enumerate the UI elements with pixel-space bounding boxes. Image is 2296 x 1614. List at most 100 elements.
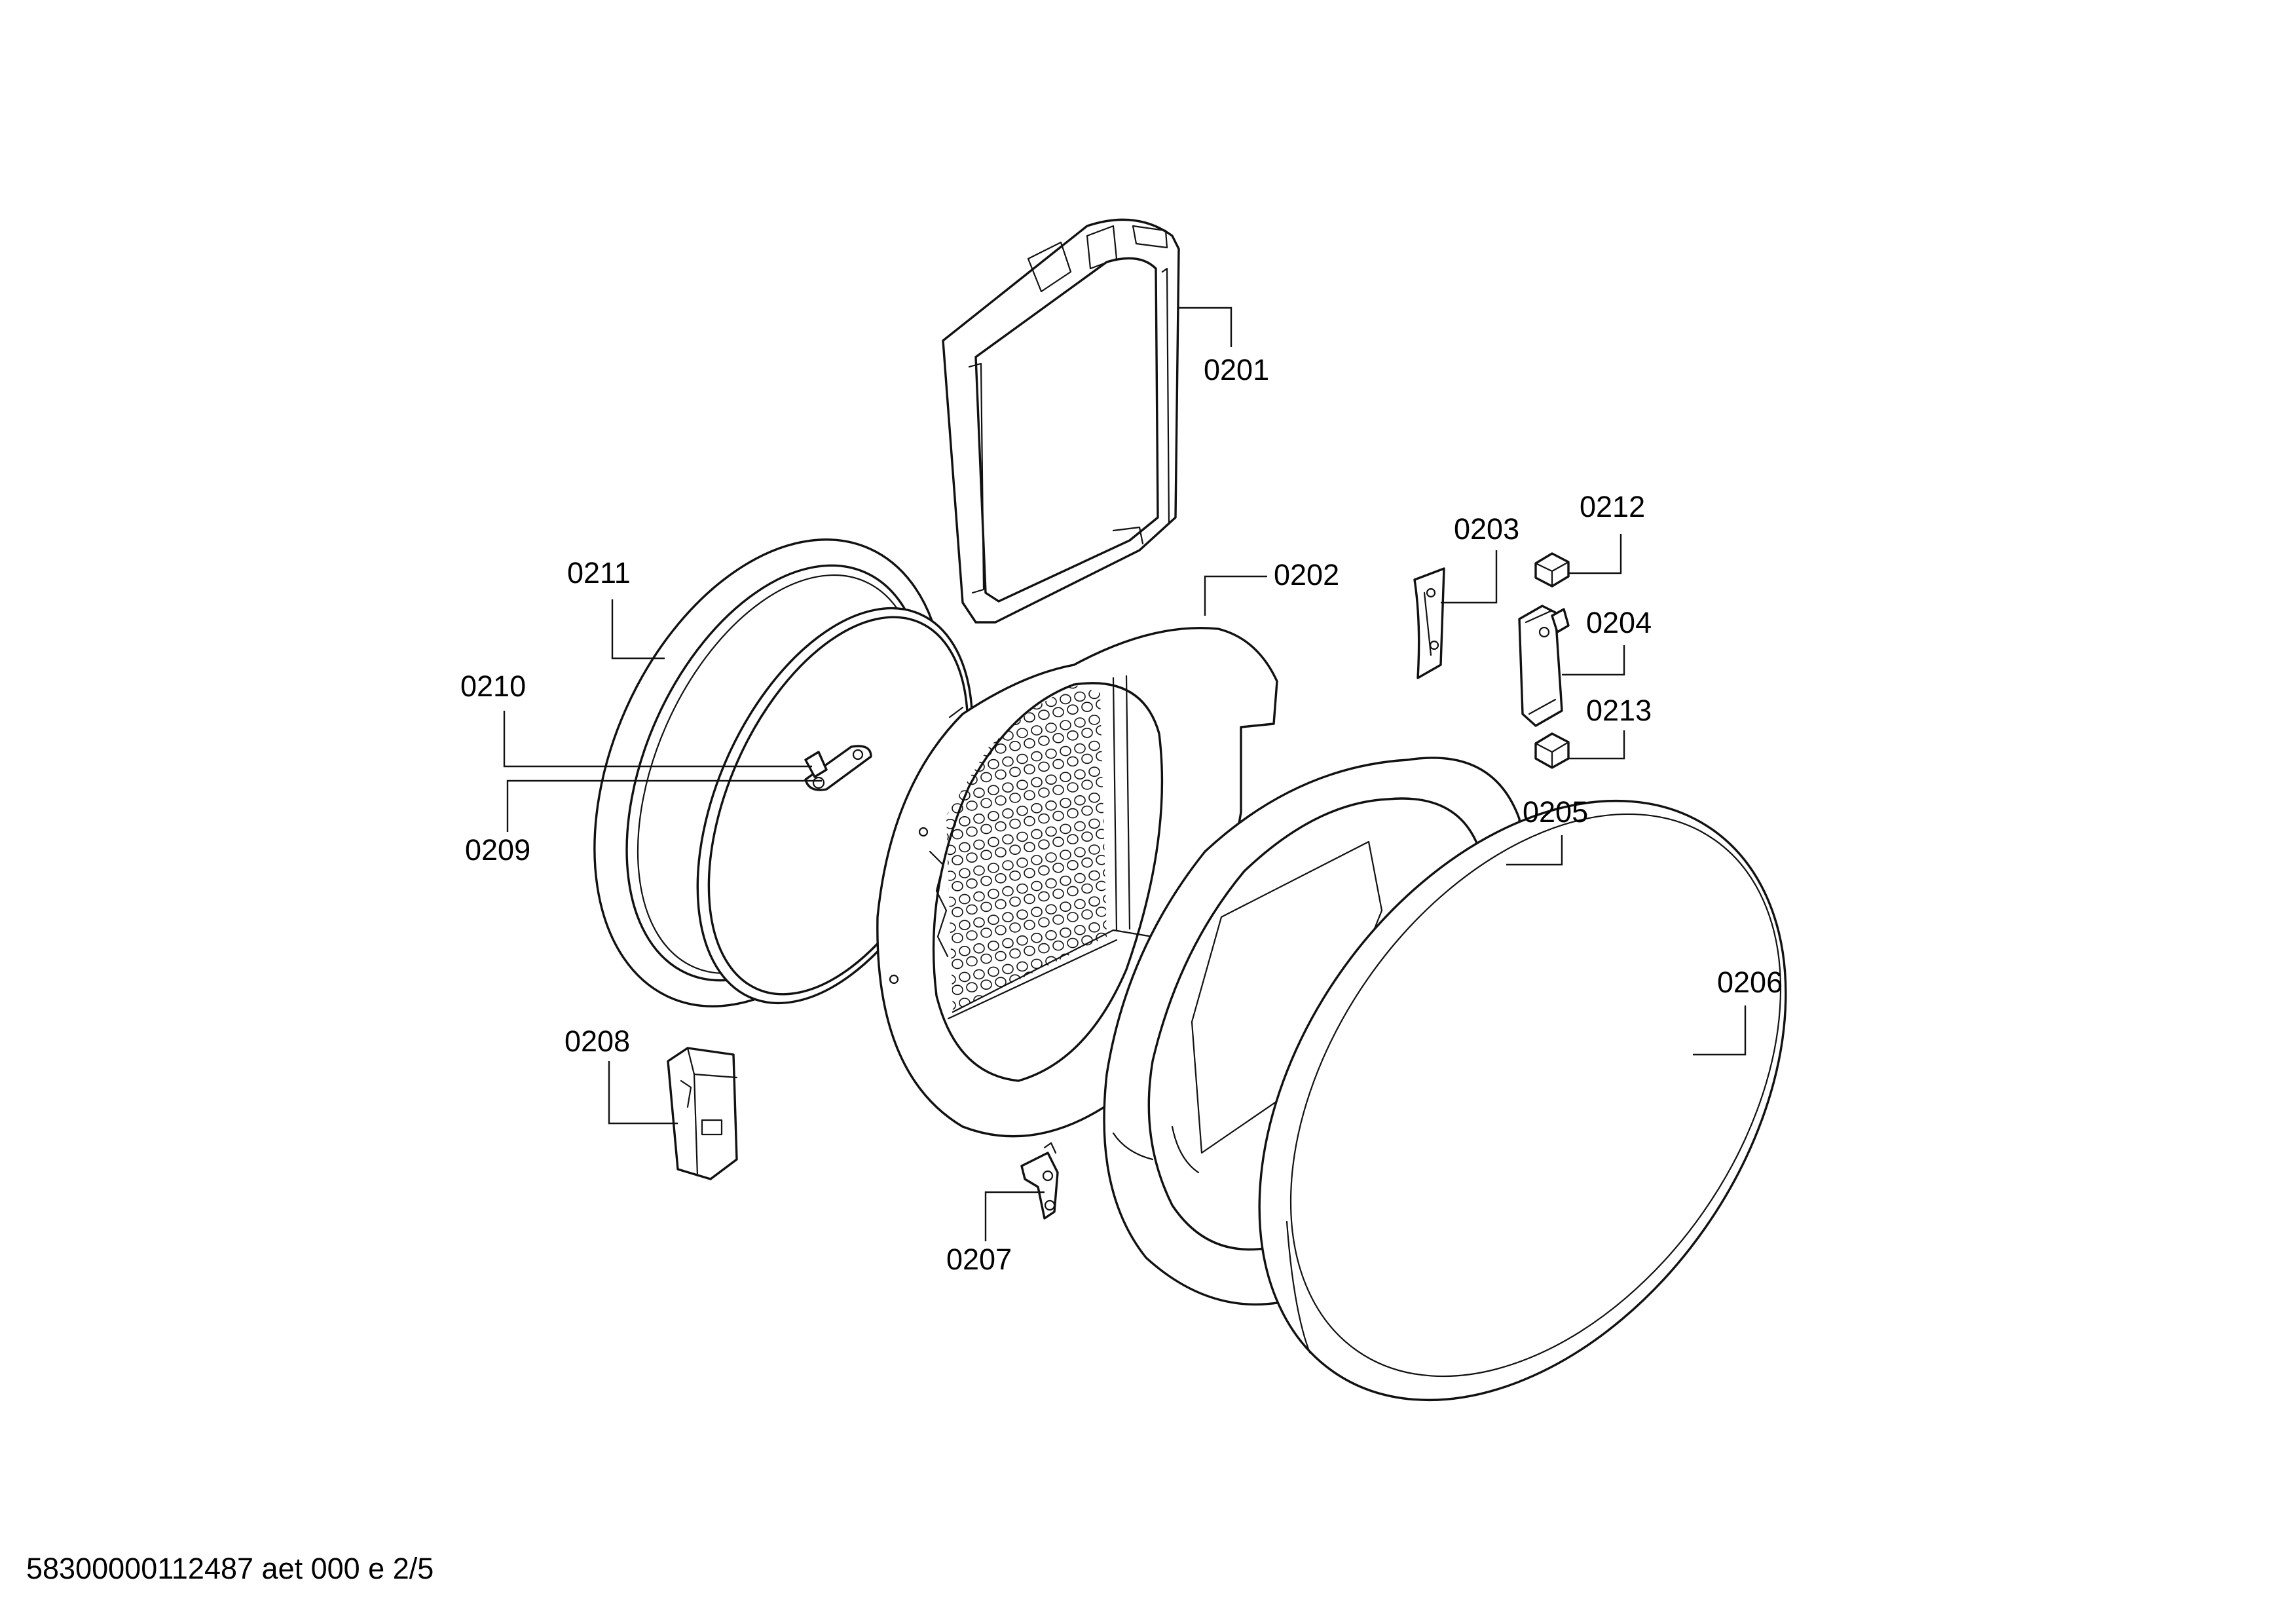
grill-hole: [1045, 800, 1057, 811]
callout-0213: 0213: [1586, 694, 1652, 727]
grill-hole: [1103, 920, 1107, 930]
grill-hole: [952, 881, 963, 891]
callout-0206: 0206: [1717, 966, 1783, 999]
grill-hole: [1052, 785, 1064, 795]
part-0204-hinge-bracket: [1518, 605, 1570, 727]
grill-hole: [946, 896, 956, 907]
grill-hole: [1067, 808, 1079, 819]
grill-hole: [1074, 743, 1086, 754]
grill-hole: [1081, 857, 1093, 868]
grill-hole: [995, 950, 1007, 962]
grill-hole: [980, 928, 992, 938]
grill-hole: [959, 893, 971, 905]
grill-hole: [966, 826, 978, 837]
grill-hole: [1103, 867, 1107, 878]
grill-hole: [1088, 793, 1100, 803]
leader-0205: [1506, 835, 1563, 866]
part-0206-door-glass: [1258, 799, 1787, 1402]
grill-hole: [1024, 816, 1035, 827]
grill-hole: [959, 868, 971, 878]
leader-0209: [506, 779, 822, 832]
grill-hole: [952, 933, 963, 943]
grill-hole: [995, 743, 1007, 754]
grill-hole: [1031, 829, 1043, 840]
grill-hole: [973, 891, 985, 902]
grill-hole: [1060, 823, 1071, 835]
grill-hole: [1045, 748, 1057, 759]
grill-hole: [1009, 948, 1021, 959]
leader-0210: [503, 711, 812, 768]
grill-hole: [1045, 930, 1057, 941]
grill-hole: [1002, 912, 1014, 922]
grill-hole: [1016, 909, 1028, 920]
grill-hole: [1081, 753, 1093, 764]
grill-hole: [1067, 834, 1079, 844]
grill-hole: [995, 769, 1007, 780]
callout-0204: 0204: [1586, 606, 1652, 639]
grill-hole: [1031, 907, 1043, 917]
grill-hole: [946, 857, 949, 868]
grill-hole: [1031, 803, 1043, 814]
part-0213-latch-bottom: [1534, 732, 1570, 769]
grill-hole: [981, 669, 991, 678]
grill-hole: [1009, 896, 1021, 907]
grill-hole: [995, 847, 1007, 857]
grill-hole: [1081, 805, 1093, 816]
grill-hole: [1031, 855, 1043, 865]
grill-hole: [980, 798, 992, 808]
grill-hole: [1016, 857, 1028, 868]
grill-hole: [1103, 816, 1107, 827]
grill-hole: [1081, 728, 1093, 738]
callout-0212: 0212: [1580, 490, 1645, 523]
grill-hole: [1096, 855, 1107, 865]
grill-hole: [1009, 818, 1021, 829]
grill-hole: [973, 943, 985, 954]
grill-hole: [946, 831, 949, 842]
leader-0201: [1179, 307, 1232, 347]
grill-hole: [1031, 725, 1043, 736]
grill-hole: [959, 790, 971, 800]
grill-hole: [952, 829, 963, 840]
grill-hole: [1045, 852, 1057, 863]
grill-hole: [946, 819, 956, 829]
grill-hole: [1016, 806, 1028, 816]
grill-hole: [959, 816, 971, 827]
grill-hole: [1031, 958, 1043, 969]
grill-hole: [966, 852, 978, 863]
grill-hole: [1088, 870, 1100, 881]
grill-hole: [1024, 945, 1035, 956]
grill-hole: [995, 795, 1007, 806]
grill-hole: [1009, 922, 1021, 933]
callout-0207: 0207: [946, 1243, 1012, 1276]
grill-hole: [988, 888, 999, 899]
grill-hole: [1074, 873, 1086, 884]
callout-0203: 0203: [1454, 512, 1519, 546]
grill-hole: [1060, 745, 1071, 757]
grill-hole: [1060, 798, 1071, 808]
grill-hole: [1024, 842, 1035, 852]
part-0212-latch-top: [1534, 552, 1570, 588]
grill-hole: [1009, 793, 1021, 803]
grill-hole: [1009, 766, 1021, 778]
grill-hole: [1052, 888, 1064, 899]
grill-hole: [988, 811, 999, 821]
grill-hole: [973, 787, 985, 798]
grill-hole: [1031, 933, 1043, 943]
grill-hole: [973, 685, 985, 694]
grill-hole: [973, 917, 985, 928]
grill-hole: [980, 901, 992, 912]
grill-hole: [1081, 831, 1093, 842]
callout-0210: 0210: [460, 669, 526, 703]
grill-hole: [1067, 685, 1079, 689]
grill-hole: [1002, 964, 1014, 975]
grill-hole: [1052, 733, 1064, 743]
grill-hole: [1081, 909, 1093, 920]
callout-0202: 0202: [1274, 558, 1339, 591]
grill-hole: [1038, 865, 1050, 876]
grill-hole: [1096, 777, 1107, 787]
grill-hole: [973, 865, 985, 876]
grill-hole: [995, 821, 1007, 832]
grill-hole: [1016, 961, 1028, 972]
grill-hole: [1016, 779, 1028, 790]
